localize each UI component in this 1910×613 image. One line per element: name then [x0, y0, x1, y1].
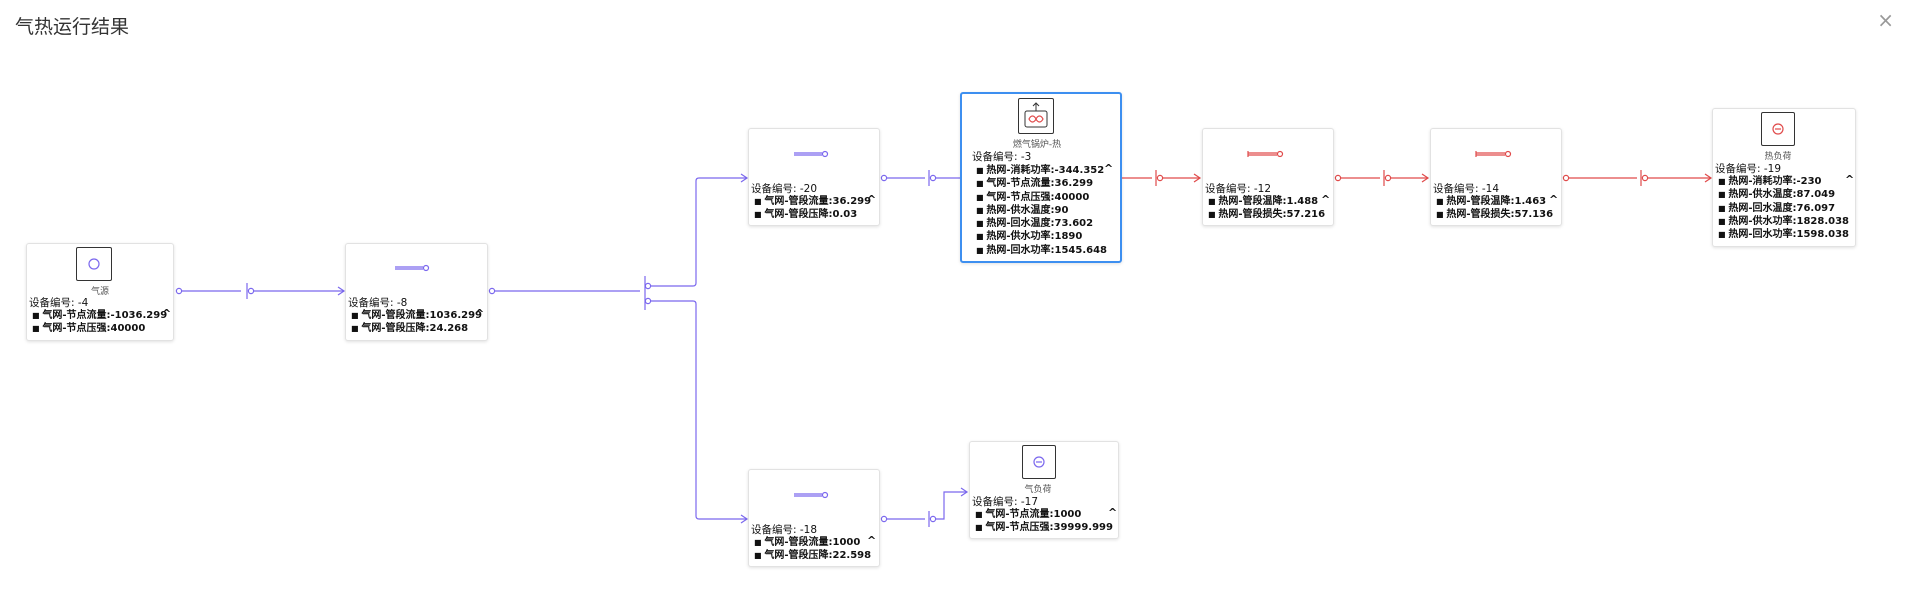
node-gas-boiler-3[interactable]: 燃气锅炉-热 设备编号: -3 热网-消耗功率:-344.352 气网-节点流量…	[960, 92, 1122, 263]
property-list: 气网-管段流量:1000 气网-管段压降:22.598	[754, 536, 871, 563]
property-item: 热网-管段温降:1.463	[1436, 195, 1553, 208]
property-item: 气网-节点流量:-1036.299	[32, 309, 167, 322]
property-item: 气网-节点压强:40000	[32, 322, 167, 335]
node-caption: 燃气锅炉-热	[1012, 140, 1062, 150]
collapse-caret-icon[interactable]: ^	[867, 534, 877, 547]
node-heat-load-19[interactable]: 热负荷 设备编号: -19 热网-消耗功率:-230 热网-供水温度:87.04…	[1712, 108, 1856, 247]
device-id: 设备编号: -20	[751, 183, 818, 195]
property-list: 气网-节点流量:-1036.299 气网-节点压强:40000	[32, 309, 167, 336]
node-caption: 热负荷	[1764, 152, 1792, 162]
heat-pipe-icon	[1246, 148, 1284, 158]
property-item: 气网-管段压降:24.268	[351, 322, 482, 335]
property-item: 热网-供水功率:1828.038	[1718, 215, 1849, 228]
device-id: 设备编号: -4	[29, 297, 89, 309]
property-item: 热网-回水温度:76.097	[1718, 202, 1849, 215]
node-gas-source[interactable]: 气源 设备编号: -4 气网-节点流量:-1036.299 气网-节点压强:40…	[26, 243, 174, 341]
page-title: 气热运行结果	[15, 16, 130, 38]
collapse-caret-icon[interactable]: ^	[1321, 193, 1331, 206]
property-item: 气网-管段流量:1036.299	[351, 309, 482, 322]
property-item: 气网-节点流量:36.299	[976, 177, 1107, 190]
property-item: 气网-管段压降:0.03	[754, 208, 871, 221]
collapse-caret-icon[interactable]: ^	[1108, 506, 1118, 519]
close-icon[interactable]: ×	[1877, 8, 1894, 32]
pipe-icon	[793, 148, 829, 158]
pipe-icon	[394, 262, 430, 272]
device-id: 设备编号: -18	[751, 524, 818, 536]
port-out	[175, 287, 183, 295]
device-id: 设备编号: -17	[972, 496, 1039, 508]
collapse-caret-icon[interactable]: ^	[162, 307, 172, 320]
property-item: 热网-供水温度:90	[976, 204, 1107, 217]
property-item: 气网-节点流量:1000	[975, 508, 1113, 521]
boiler-icon	[1018, 98, 1054, 134]
property-item: 气网-管段流量:36.299	[754, 195, 871, 208]
property-item: 热网-供水功率:1890	[976, 230, 1107, 243]
node-caption: 气源	[90, 287, 109, 297]
heat-pipe-icon	[1474, 148, 1512, 158]
node-heat-pipe-12[interactable]: 设备编号: -12 热网-管段温降:1.488 热网-管段损失:57.216 ^	[1202, 128, 1334, 226]
gas-load-icon	[1022, 445, 1056, 479]
property-item: 热网-消耗功率:-344.352	[976, 164, 1107, 177]
property-item: 热网-供水温度:87.049	[1718, 188, 1849, 201]
heat-load-icon	[1761, 112, 1795, 146]
collapse-caret-icon[interactable]: ^	[867, 193, 877, 206]
device-id: 设备编号: -12	[1205, 183, 1272, 195]
node-gas-load-17[interactable]: 气负荷 设备编号: -17 气网-节点流量:1000 气网-节点压强:39999…	[969, 441, 1119, 539]
node-gas-pipe-20[interactable]: 设备编号: -20 气网-管段流量:36.299 气网-管段压降:0.03 ^	[748, 128, 880, 226]
property-item: 热网-回水功率:1545.648	[976, 244, 1107, 257]
collapse-caret-icon[interactable]: ^	[475, 307, 485, 320]
property-item: 热网-管段温降:1.488	[1208, 195, 1325, 208]
property-item: 热网-管段损失:57.216	[1208, 208, 1325, 221]
property-list: 热网-管段温降:1.488 热网-管段损失:57.216	[1208, 195, 1325, 222]
property-list: 气网-管段流量:1036.299 气网-管段压降:24.268	[351, 309, 482, 336]
collapse-caret-icon[interactable]: ^	[1845, 173, 1855, 186]
property-list: 气网-管段流量:36.299 气网-管段压降:0.03	[754, 195, 871, 222]
device-id: 设备编号: -14	[1433, 183, 1500, 195]
property-item: 气网-节点压强:39999.999	[975, 521, 1113, 534]
node-gas-pipe-18[interactable]: 设备编号: -18 气网-管段流量:1000 气网-管段压降:22.598 ^	[748, 469, 880, 567]
property-item: 气网-管段压降:22.598	[754, 549, 871, 562]
collapse-caret-icon[interactable]: ^	[1104, 162, 1114, 175]
property-item: 热网-消耗功率:-230	[1718, 175, 1849, 188]
property-list: 热网-管段温降:1.463 热网-管段损失:57.136	[1436, 195, 1553, 222]
device-id: 设备编号: -3	[972, 151, 1032, 163]
device-id: 设备编号: -19	[1715, 163, 1782, 175]
property-list: 热网-消耗功率:-230 热网-供水温度:87.049 热网-回水温度:76.0…	[1718, 175, 1849, 241]
property-item: 热网-回水温度:73.602	[976, 217, 1107, 230]
node-caption: 气负荷	[1024, 485, 1052, 495]
property-list: 热网-消耗功率:-344.352 气网-节点流量:36.299 气网-节点压强:…	[976, 164, 1107, 257]
collapse-caret-icon[interactable]: ^	[1549, 193, 1559, 206]
property-list: 气网-节点流量:1000 气网-节点压强:39999.999	[975, 508, 1113, 535]
property-item: 热网-管段损失:57.136	[1436, 208, 1553, 221]
property-item: 热网-回水功率:1598.038	[1718, 228, 1849, 241]
node-heat-pipe-14[interactable]: 设备编号: -14 热网-管段温降:1.463 热网-管段损失:57.136 ^	[1430, 128, 1562, 226]
node-gas-pipe-8[interactable]: 设备编号: -8 气网-管段流量:1036.299 气网-管段压降:24.268…	[345, 243, 488, 341]
pipe-icon	[793, 489, 829, 499]
property-item: 气网-节点压强:40000	[976, 191, 1107, 204]
property-item: 气网-管段流量:1000	[754, 536, 871, 549]
circle-icon	[76, 247, 112, 281]
device-id: 设备编号: -8	[348, 297, 408, 309]
